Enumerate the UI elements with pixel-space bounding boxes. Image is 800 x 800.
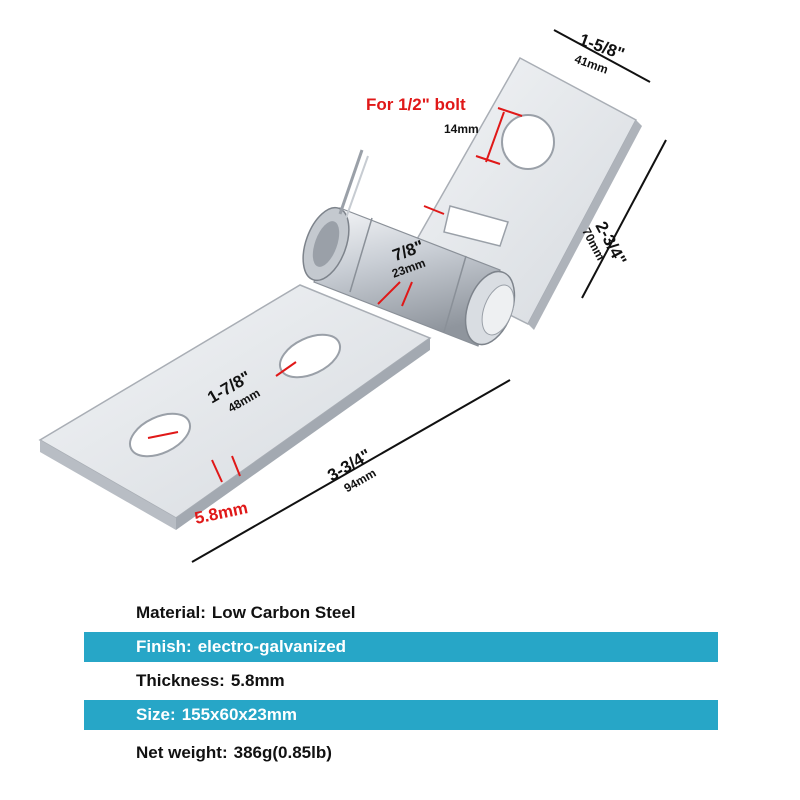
bolt-label: For 1/2" bolt bbox=[366, 95, 466, 114]
dimension-lines bbox=[191, 29, 667, 563]
spec-value: 386g(0.85lb) bbox=[233, 743, 332, 762]
spec-label: Finish: bbox=[136, 637, 192, 656]
red-markers bbox=[147, 107, 523, 483]
upper-slot bbox=[443, 205, 509, 247]
spec-value: electro-galvanized bbox=[197, 637, 347, 656]
spec-row-finish: Finish: electro-galvanized bbox=[84, 632, 718, 662]
spec-value: Low Carbon Steel bbox=[211, 603, 356, 622]
lower-leaf bbox=[38, 284, 432, 530]
spec-value: 5.8mm bbox=[230, 671, 285, 690]
upper-bolt-hole bbox=[501, 114, 555, 170]
spec-value: 155x60x23mm bbox=[181, 705, 298, 724]
lower-hole-near bbox=[279, 333, 341, 379]
bolt-mm: 14mm bbox=[444, 122, 479, 136]
spec-label: Size: bbox=[136, 705, 176, 724]
hinge-barrel bbox=[302, 149, 516, 347]
hinge-figure: 1-5/8" 41mm For 1/2" bolt 14mm 2-3/4" 70… bbox=[38, 29, 667, 563]
spec-row-size: Size: 155x60x23mm bbox=[84, 700, 718, 730]
spec-label: Thickness: bbox=[136, 671, 225, 690]
spec-row-weight: Net weight: 386g(0.85lb) bbox=[84, 738, 718, 768]
spec-label: Net weight: bbox=[136, 743, 228, 762]
cotter-pin bbox=[338, 149, 364, 215]
spec-row-material: Material: Low Carbon Steel bbox=[84, 598, 718, 628]
spec-label: Material: bbox=[136, 603, 206, 622]
spec-row-thickness: Thickness: 5.8mm bbox=[84, 666, 718, 696]
